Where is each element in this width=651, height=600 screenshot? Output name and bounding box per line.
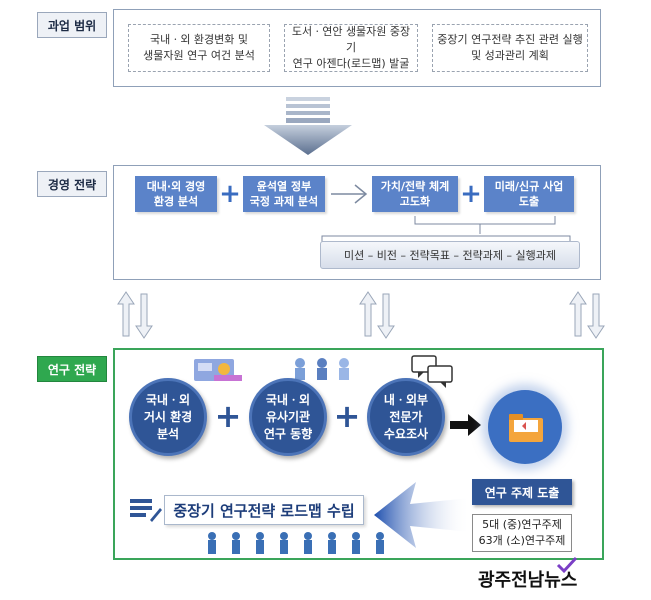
watermark-logo: 광주전남뉴스 — [478, 570, 578, 591]
scope-item-2: 도서ㆍ연안 생물자원 중장기 연구 아젠다(로드맵) 발굴 — [284, 24, 418, 72]
research-circle-1: 국내ㆍ외 거시 환경 분석 — [129, 378, 207, 456]
topic-derivation-label: 연구 주제 도출 — [472, 479, 572, 505]
research-label: 연구 전략 — [37, 356, 107, 382]
plus-icon: + — [219, 179, 241, 209]
speech-bubbles-icon — [411, 355, 453, 388]
topic-item: 5대 (중)연구주제 — [482, 518, 562, 531]
research-circle-2: 국내ㆍ외 유사기관 연구 동향 — [249, 378, 327, 456]
scope-item-3: 중장기 연구전략 추진 관련 실행 및 성과관리 계획 — [432, 24, 588, 72]
roadmap-title: 중장기 연구전략 로드맵 수립 — [164, 495, 364, 525]
bidirectional-arrow-icon — [359, 291, 395, 339]
management-box-2: 윤석열 정부 국정 과제 분석 — [243, 176, 325, 212]
management-box-3: 가치/전략 체계 고도화 — [372, 176, 458, 212]
left-arrow-icon — [374, 482, 470, 548]
bidirectional-arrow-icon — [117, 291, 153, 339]
management-box-4: 미래/신규 사업 도출 — [484, 176, 574, 212]
document-pen-icon — [130, 499, 162, 522]
topic-item: 63개 (소)연구주제 — [478, 534, 566, 547]
down-arrow-icon — [264, 97, 352, 155]
plus-icon: + — [333, 397, 361, 435]
people-illustration-icon — [295, 358, 349, 380]
plus-icon: + — [460, 179, 482, 209]
management-label: 경영 전략 — [37, 171, 107, 197]
scope-label: 과업 범위 — [37, 12, 107, 38]
analytics-illustration-icon — [194, 359, 242, 381]
scope-item-1: 국내ㆍ외 환경변화 및 생물자원 연구 여건 분석 — [128, 24, 270, 72]
mission-bar: 미션 – 비전 – 전략목표 – 전략과제 – 실행과제 — [320, 241, 580, 269]
plus-icon: + — [214, 397, 242, 435]
right-arrow-icon — [331, 184, 368, 204]
management-box-1: 대내·외 경영 환경 분석 — [135, 176, 217, 212]
bidirectional-arrow-icon — [569, 291, 605, 339]
checkmark-icon — [556, 556, 578, 574]
right-arrow-icon — [450, 414, 481, 436]
folder-icon — [509, 414, 543, 442]
people-silhouettes-icon — [208, 532, 384, 554]
topic-list: 5대 (중)연구주제 63개 (소)연구주제 — [472, 514, 572, 552]
research-circle-3: 내ㆍ외부 전문가 수요조사 — [367, 378, 445, 456]
